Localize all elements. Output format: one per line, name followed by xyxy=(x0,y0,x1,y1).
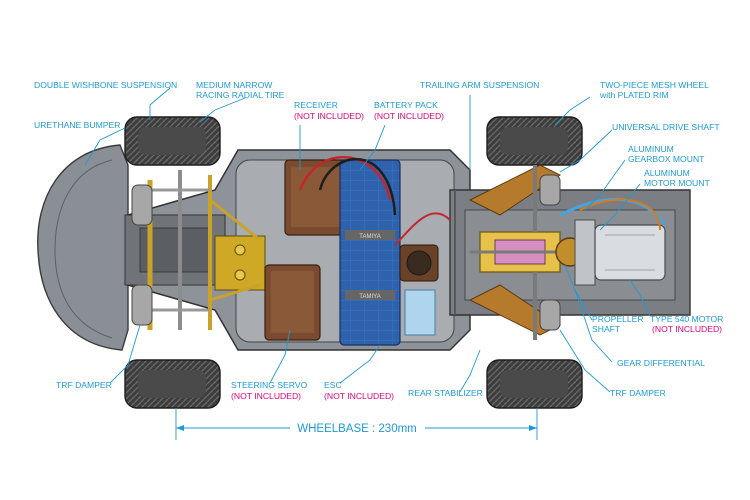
rear-drivetrain xyxy=(454,164,667,340)
label-motor-note: (NOT INCLUDED) xyxy=(652,324,722,334)
label-tire-line1: MEDIUM NARROW xyxy=(196,80,273,90)
callout-labels: DOUBLE WISHBONE SUSPENSION URETHANE BUMP… xyxy=(34,80,723,401)
label-trailing-arm: TRAILING ARM SUSPENSION xyxy=(420,80,539,90)
label-receiver: RECEIVER xyxy=(294,100,338,110)
esc xyxy=(399,244,439,336)
label-mesh-wheel-line1: TWO-PIECE MESH WHEEL xyxy=(600,80,709,90)
front-right-wheel xyxy=(124,359,221,409)
label-esc-note: (NOT INCLUDED) xyxy=(324,391,394,401)
front-left-wheel xyxy=(124,116,221,166)
label-mesh-wheel-line2: with PLATED RIM xyxy=(599,90,669,100)
wheelbase-label: WHEELBASE : 230mm xyxy=(297,423,417,435)
steering-linkage xyxy=(214,235,266,291)
type-540-motor xyxy=(594,224,666,281)
trailing-arm-upper xyxy=(468,164,561,216)
rear-left-wheel xyxy=(486,116,583,166)
label-rear-stabilizer: REAR STABILIZER xyxy=(408,388,483,398)
label-receiver-note: (NOT INCLUDED) xyxy=(294,111,364,121)
label-motor-mount-line2: MOTOR MOUNT xyxy=(644,178,710,188)
label-gear-diff: GEAR DIFFERENTIAL xyxy=(617,358,705,368)
receiver xyxy=(284,159,351,236)
steering-servo xyxy=(264,264,321,341)
label-tire-line2: RACING RADIAL TIRE xyxy=(196,90,285,100)
label-gearbox-line1: ALUMINUM xyxy=(628,144,674,154)
label-trf-damper-right: TRF DAMPER xyxy=(610,388,666,398)
wheelbase-dimension: WHEELBASE : 230mm xyxy=(175,408,538,440)
label-battery: BATTERY PACK xyxy=(374,100,438,110)
label-esc: ESC xyxy=(324,380,342,390)
battery-brand-label-bottom: TAMIYA xyxy=(359,294,380,300)
label-gearbox-line2: GEARBOX MOUNT xyxy=(628,154,705,164)
urethane-bumper xyxy=(37,144,129,351)
label-steering-servo: STEERING SERVO xyxy=(231,380,308,390)
trf-damper-rear-top xyxy=(539,174,561,206)
trf-damper-rear-bottom xyxy=(539,299,561,331)
label-double-wishbone: DOUBLE WISHBONE SUSPENSION xyxy=(34,80,177,90)
label-propeller-line2: SHAFT xyxy=(592,324,621,334)
label-universal-shaft: UNIVERSAL DRIVE SHAFT xyxy=(612,122,720,132)
label-motor-mount-line1: ALUMINUM xyxy=(644,168,690,178)
label-steering-note: (NOT INCLUDED) xyxy=(231,391,301,401)
wiring xyxy=(298,155,451,246)
label-battery-note: (NOT INCLUDED) xyxy=(374,111,444,121)
label-motor: TYPE 540 MOTOR xyxy=(650,314,723,324)
leader-lines xyxy=(84,87,651,393)
motor-mount xyxy=(574,219,596,286)
battery-pack: TAMIYA TAMIYA xyxy=(339,159,401,346)
trf-damper-front-left xyxy=(131,184,153,226)
battery-brand-label-top: TAMIYA xyxy=(359,234,380,240)
trf-damper-front-right xyxy=(131,284,153,326)
rear-right-wheel xyxy=(486,359,583,409)
label-trf-damper-left: TRF DAMPER xyxy=(56,380,112,390)
label-urethane-bumper: URETHANE BUMPER xyxy=(34,120,120,130)
front-suspension xyxy=(131,170,266,330)
label-propeller-line1: PROPELLER xyxy=(592,314,644,324)
